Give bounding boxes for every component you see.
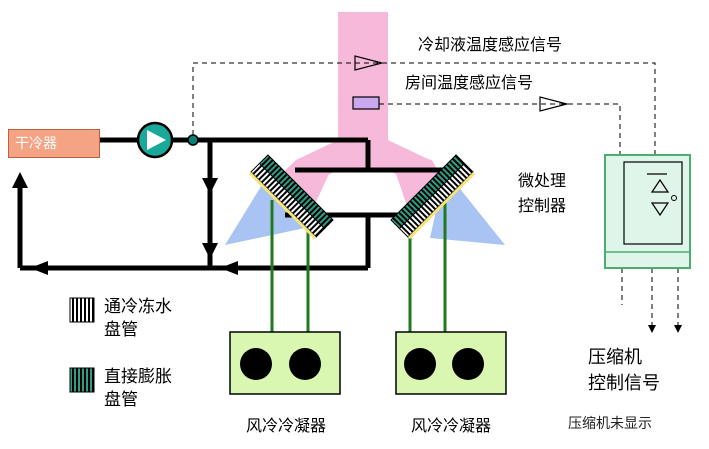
room-temp-signal-label: 房间温度感应信号 [405,73,534,92]
compressor-label-line1: 压缩机 [588,347,642,368]
legend-chilled-label: 通冷冻水 盘管 [104,296,172,342]
legend-dx-label: 直接膨胀 盘管 [104,366,172,412]
left-coil [248,154,334,240]
microprocessor-controller [604,154,691,269]
dry-cooler: 干冷器 [8,129,100,158]
cold-air-left [225,175,305,245]
compressor-not-shown-note: 压缩机未显示 [568,416,652,432]
legend-chilled-swatch [69,297,95,323]
room-signal-arrow [539,96,570,112]
condenser-left-label: 风冷冷凝器 [246,416,327,435]
legend-chilled-line1: 通冷冻水 [104,297,172,317]
flow-arrows [12,172,238,275]
condenser-right-label: 风冷冷凝器 [411,416,492,435]
signal-lines [192,62,679,325]
supply-air-duct [270,12,448,215]
right-coil [390,154,476,240]
compressor-signal-label: 压缩机 控制信号 [588,345,660,397]
pump-icon [136,121,174,159]
microprocessor-label-line2: 控制器 [518,196,567,215]
legend-dx-line2: 盘管 [104,390,138,410]
sensor-node [187,134,199,146]
dry-cooler-label: 干冷器 [15,136,57,152]
compressor-label-line2: 控制信号 [588,373,660,394]
legend-chilled-line2: 盘管 [104,320,138,340]
condenser-left [229,331,341,395]
microprocessor-label-line1: 微处理 [518,171,567,190]
legend-dx-swatch [69,367,95,393]
coolant-temp-signal-label: 冷却液温度感应信号 [418,35,563,54]
microprocessor-label: 微处理 控制器 [518,168,566,218]
compressor-signal-arrows [648,325,682,333]
room-temp-sensor [352,96,380,110]
condenser-right [395,331,507,395]
legend-dx-line1: 直接膨胀 [104,367,172,387]
